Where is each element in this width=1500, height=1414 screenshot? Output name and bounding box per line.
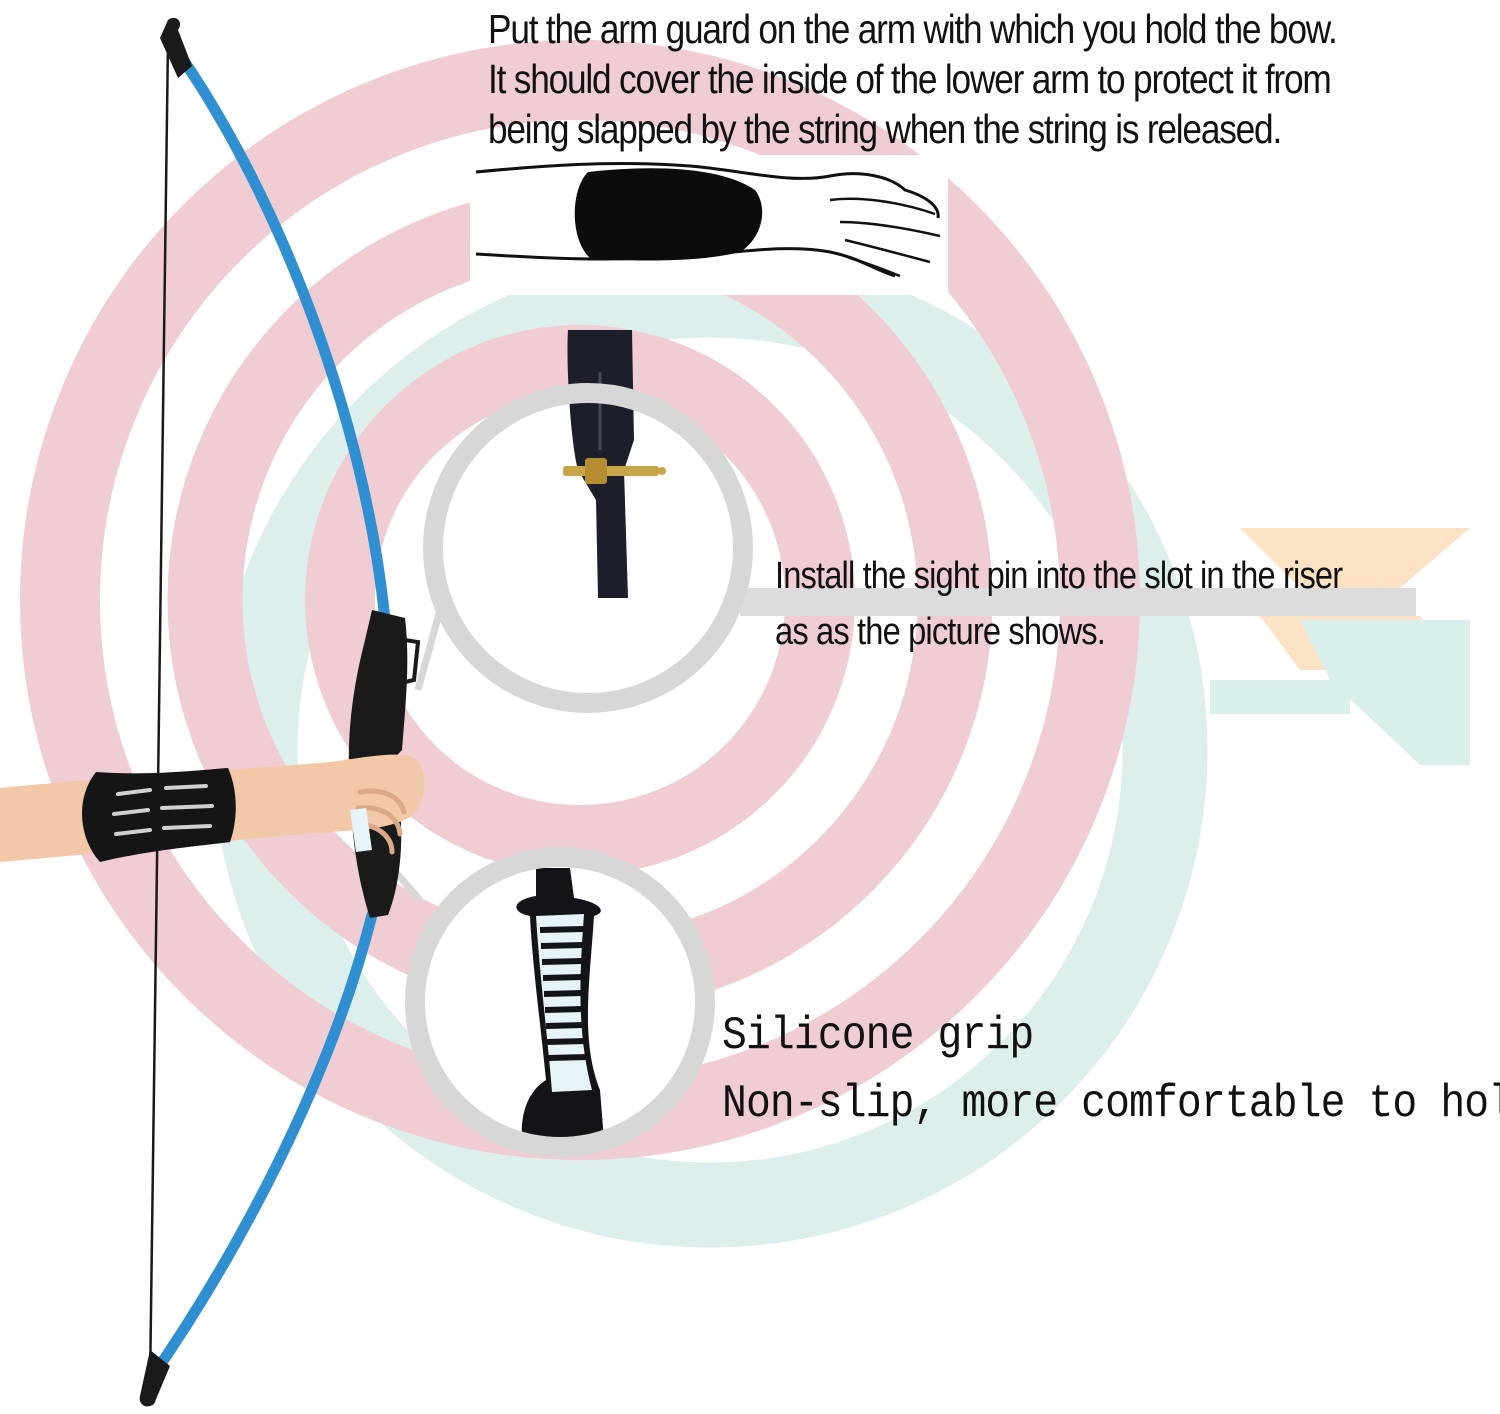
grip-magnifier-ring [405, 847, 715, 1157]
arm-guard-caption-line-2: It should cover the inside of the lower … [488, 56, 1332, 102]
sight-pin-caption-line-1: Install the sight pin into the slot in t… [775, 555, 1343, 597]
sight-pin-caption: Install the sight pin into the slot in t… [775, 548, 1343, 660]
bow-sight-bracket [404, 638, 421, 684]
sight-magnifier-ring [423, 383, 753, 713]
sight-pin-tip [658, 467, 666, 475]
arm-guard-caption-line-3: being slapped by the string when the str… [488, 106, 1282, 152]
grip-caption: Silicone grip Non-slip, more comfortable… [722, 1002, 1500, 1138]
bow-upper-limb [174, 49, 391, 626]
grip-caption-line-2: Non-slip, more comfortable to hold [722, 1078, 1500, 1130]
sight-magnifier-pointer [414, 609, 444, 691]
sight-pin-caption-line-2: as as the picture shows. [775, 611, 1106, 653]
grip-magnifier-icon [382, 847, 715, 1157]
grip-stripes [539, 926, 589, 1061]
sight-pin-magnifier-icon [414, 330, 753, 713]
arm-sketch-upper-outline [475, 162, 940, 219]
arm-guard-sketch-shape [574, 168, 763, 261]
arrow-shaft [740, 588, 1416, 616]
arm-guard-caption: Put the arm guard on the arm with which … [488, 4, 1338, 154]
arrow-icon [740, 528, 1470, 765]
arm-with-guard-icon [0, 754, 425, 862]
arm-guard-photo [82, 768, 236, 862]
bow-upper-tip [160, 17, 192, 78]
arm-guard-caption-line-1: Put the arm guard on the arm with which … [488, 6, 1338, 52]
hand-sketch-fingers [829, 197, 941, 278]
grip-white-stripes-photo [350, 808, 372, 852]
grip-caption-line-1: Silicone grip [722, 1010, 1034, 1062]
bow-lower-limb [144, 909, 378, 1386]
sight-pin-collar [585, 458, 607, 484]
bow-string [148, 39, 170, 1386]
arrow-fletch-orange-upper [1240, 528, 1470, 588]
arm-guard-vents [112, 784, 214, 836]
arrow-fletch-teal [1300, 620, 1470, 765]
arm-guard-illustration-icon [470, 155, 948, 295]
arrow-shaft-teal [1210, 680, 1350, 714]
bow-lower-tip [139, 1350, 170, 1407]
sight-pin-body [563, 466, 659, 476]
